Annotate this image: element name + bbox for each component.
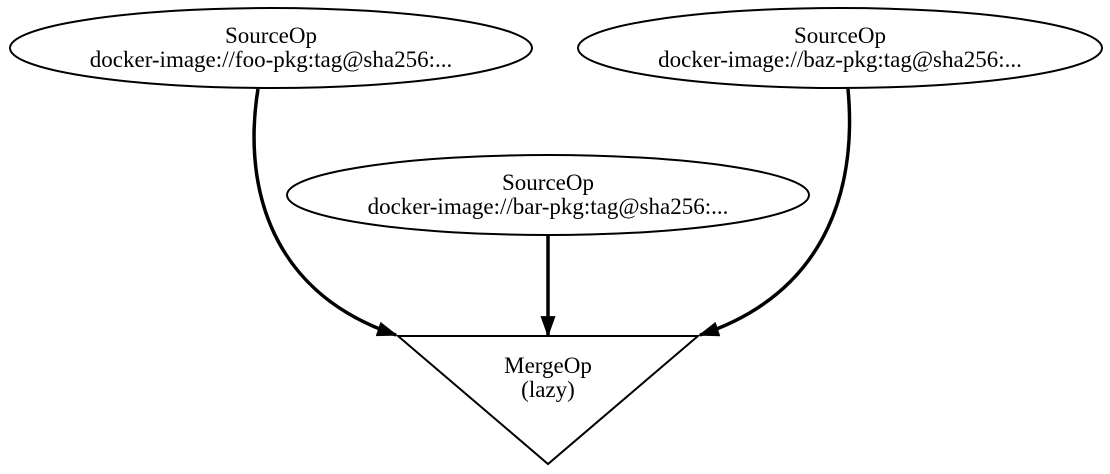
node-title: MergeOp [504,353,592,378]
node-source-bar: SourceOp docker-image://bar-pkg:tag@sha2… [286,154,810,236]
ellipse-shape [9,7,533,89]
ellipse-shape [577,7,1103,89]
ellipse-shape [286,154,810,236]
node-title: SourceOp [225,23,317,48]
node-source-baz: SourceOp docker-image://baz-pkg:tag@sha2… [577,7,1103,89]
edge-source-baz-to-merge [698,88,852,337]
node-subtitle: docker-image://bar-pkg:tag@sha256:... [368,194,729,219]
node-title: SourceOp [502,170,594,195]
node-subtitle: docker-image://foo-pkg:tag@sha256:... [90,47,452,72]
node-source-foo: SourceOp docker-image://foo-pkg:tag@sha2… [9,7,533,89]
edge-source-foo-to-merge [252,88,398,337]
inverted-triangle-shape [395,335,701,466]
node-subtitle: (lazy) [521,377,575,402]
node-title: SourceOp [794,23,886,48]
node-subtitle: docker-image://baz-pkg:tag@sha256:... [658,47,1022,72]
node-merge: MergeOp (lazy) [395,335,701,466]
